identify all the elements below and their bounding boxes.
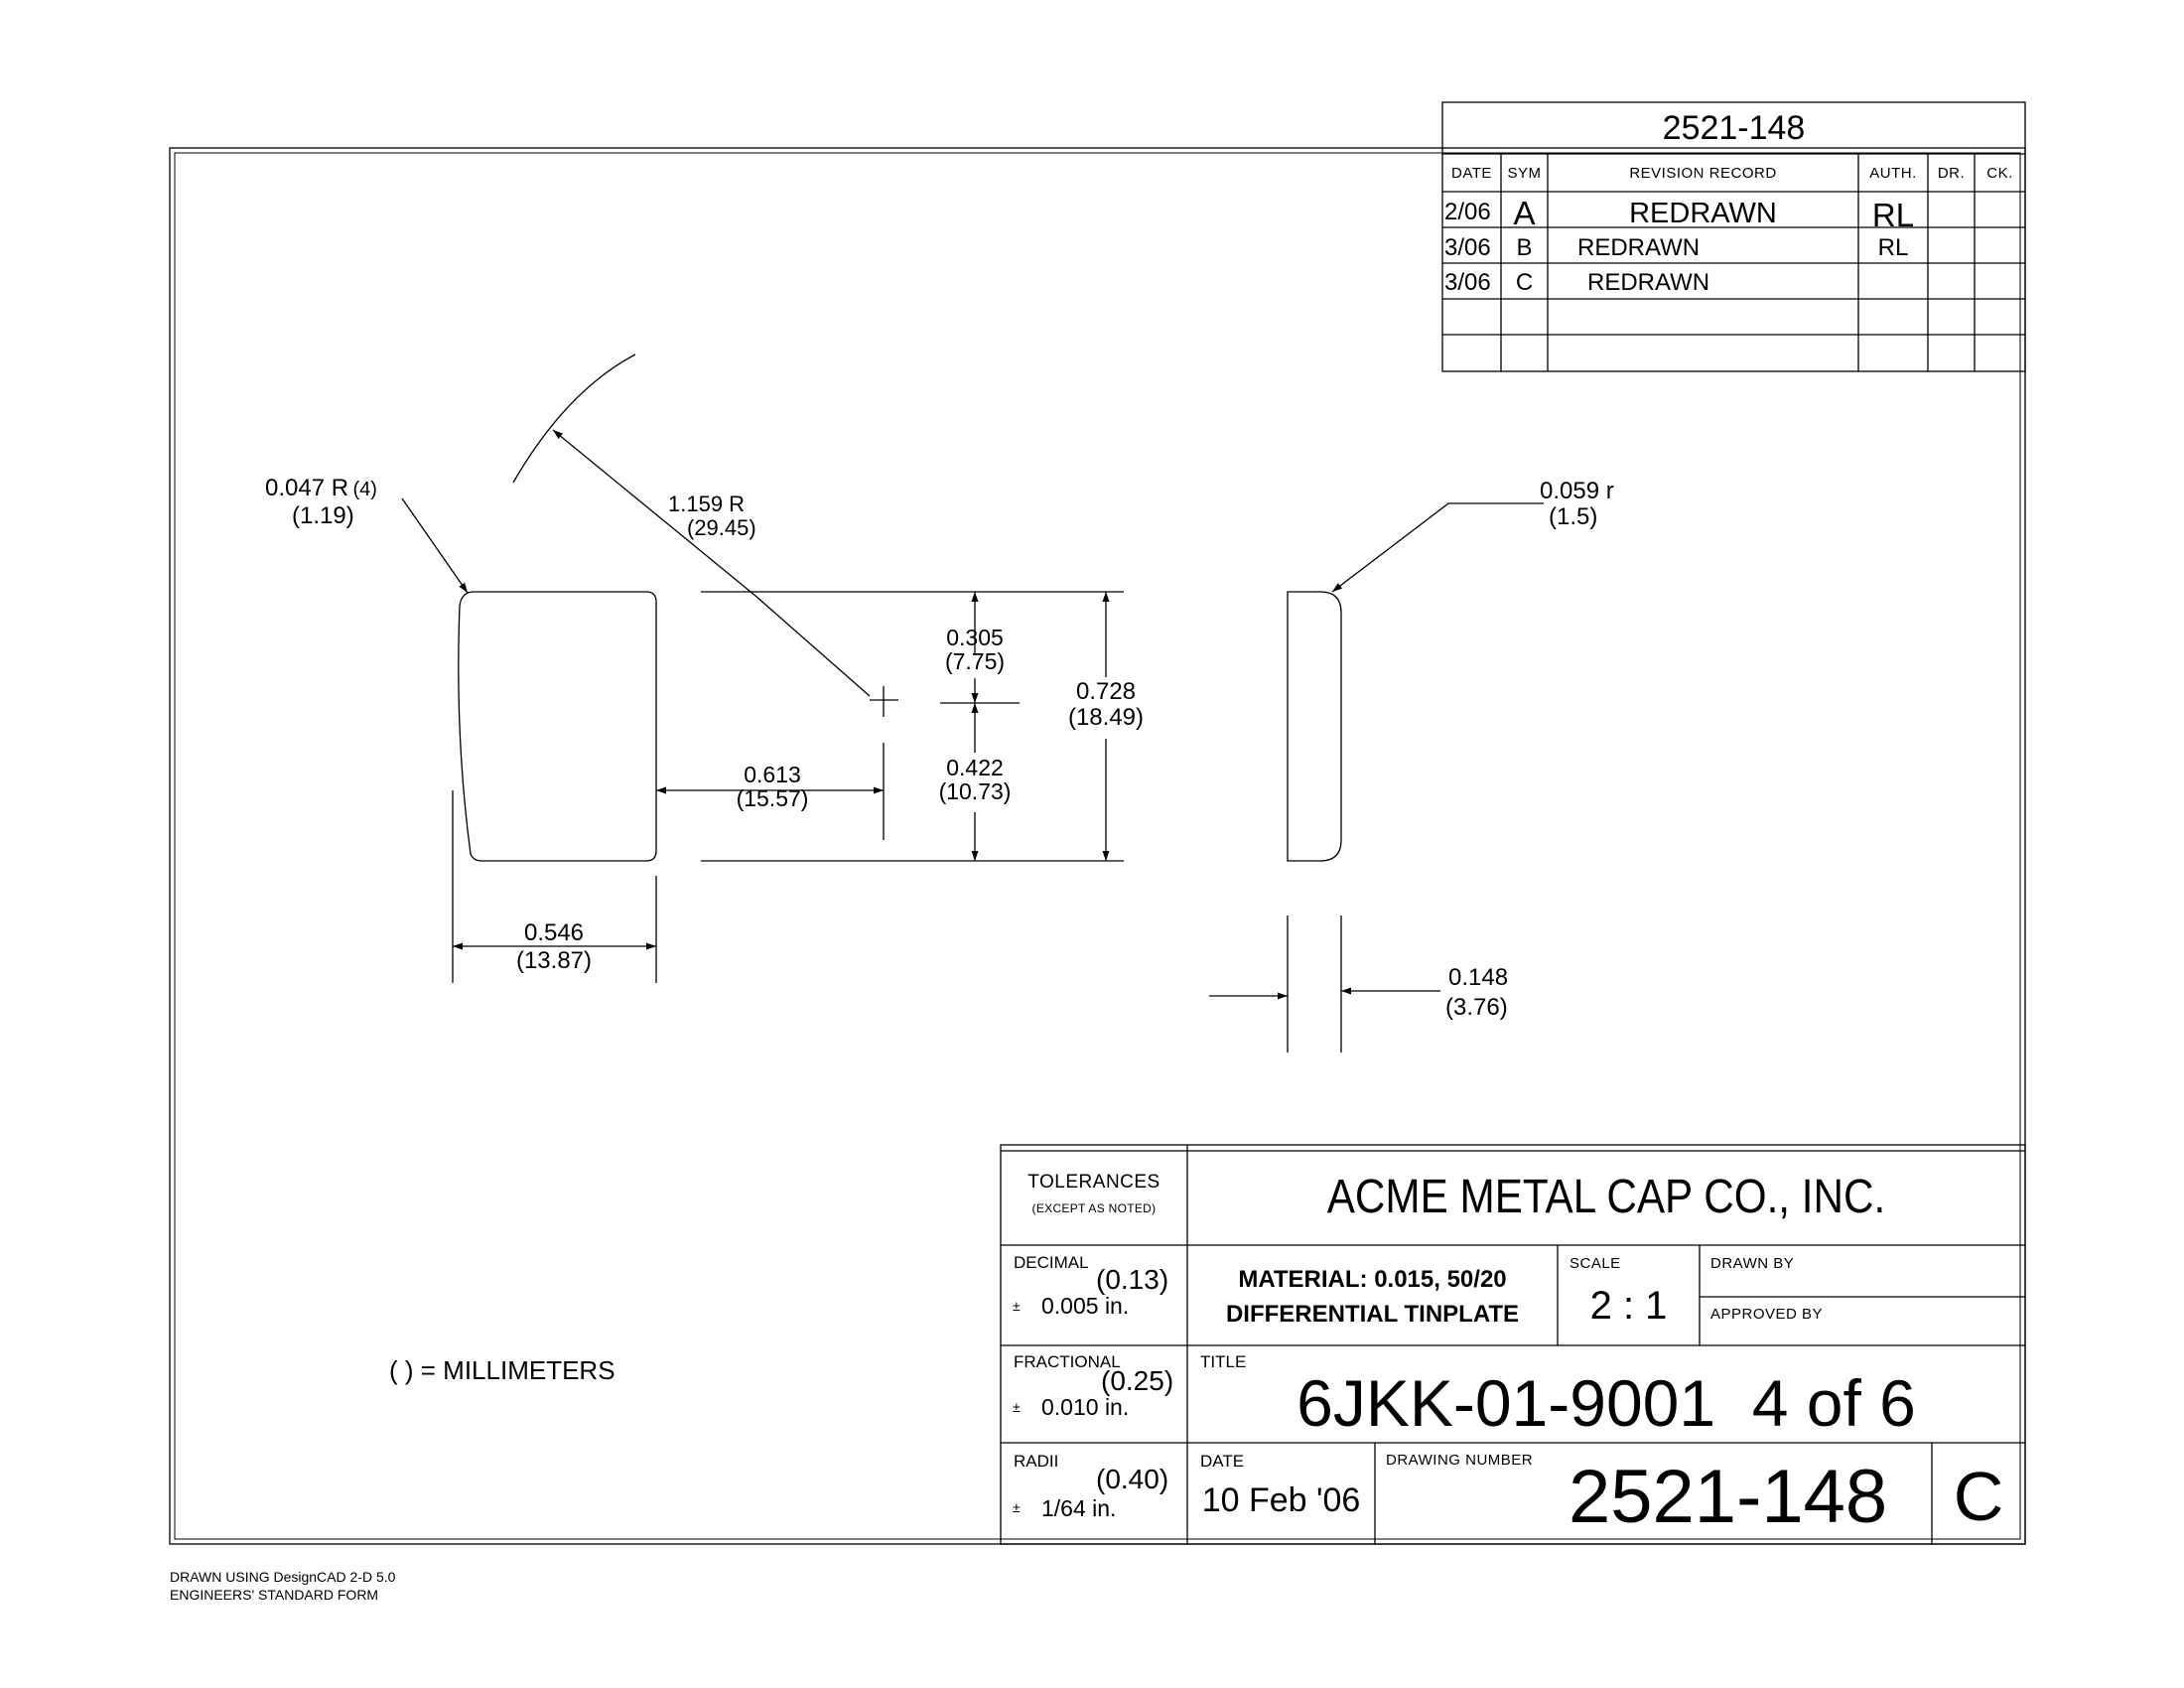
rev-row-b-auth: RL: [1877, 234, 1909, 261]
revision-block-drawing-number: 2521-148: [1662, 109, 1806, 147]
rev-row-c-sym: C: [1515, 269, 1534, 296]
material-line-1: MATERIAL: 0.015, 50/20: [1238, 1266, 1507, 1293]
radii-mm: (0.40): [1096, 1464, 1169, 1494]
date-value: 10 Feb '06: [1201, 1481, 1361, 1519]
dim-center-distance: 0.613 (15.57): [725, 763, 820, 810]
footer-line-2: ENGINEERS' STANDARD FORM: [170, 1587, 379, 1603]
fractional-pm: ±: [1013, 1399, 1021, 1415]
scale-value: 2 : 1: [1589, 1284, 1668, 1328]
revision-letter: C: [1953, 1458, 2004, 1535]
title-label: TITLE: [1200, 1352, 1247, 1371]
dim-corner-radius-qty: (4): [352, 479, 377, 500]
dim-corner-radius-inch: 0.047 R: [265, 475, 349, 501]
dim-edge-radius-inch: 0.059 r: [1540, 478, 1614, 504]
rev-header-auth: AUTH.: [1869, 165, 1917, 182]
dim-height: 0.728 (18.49): [1054, 678, 1158, 732]
rev-row-a-auth: RL: [1871, 197, 1915, 233]
rev-header-sym: SYM: [1507, 165, 1542, 182]
rev-row-a-record: REDRAWN: [1629, 198, 1777, 229]
dim-lower-offset-mm: (10.73): [938, 778, 1012, 805]
drawn-by-label: DRAWN BY: [1710, 1255, 1795, 1272]
dim-arc-radius-inch: 1.159 R: [668, 492, 746, 516]
rev-row-b-date: 3/06: [1444, 234, 1491, 261]
dim-thickness-mm: (3.76): [1445, 994, 1508, 1021]
radii-label: RADII: [1014, 1452, 1059, 1471]
dim-thickness-inch: 0.148: [1448, 964, 1509, 991]
fractional-label: FRACTIONAL: [1014, 1352, 1121, 1371]
dim-width: 0.546 (13.87): [504, 919, 604, 974]
dim-lower-offset-inch: 0.422: [946, 755, 1004, 780]
dim-height-mm: (18.49): [1067, 704, 1145, 732]
rev-row-c-record: REDRAWN: [1587, 269, 1710, 296]
decimal-label: DECIMAL: [1014, 1253, 1089, 1272]
decimal-mm: (0.13): [1096, 1264, 1169, 1295]
part-side-view: [1287, 591, 1342, 862]
part-front-view: [458, 591, 657, 862]
footer-line-1: DRAWN USING DesignCAD 2-D 5.0: [170, 1569, 396, 1585]
radii-pm: ±: [1013, 1499, 1021, 1515]
fractional-inch: 0.010 in.: [1041, 1394, 1130, 1420]
sheet-border-inner: [174, 152, 2021, 1540]
rev-row-b-record: REDRAWN: [1577, 234, 1701, 261]
dim-width-inch: 0.546: [523, 919, 585, 946]
dim-corner-radius-mm: (1.19): [292, 501, 354, 529]
rev-header-record: REVISION RECORD: [1629, 165, 1777, 182]
rev-row-a-date: 2/06: [1444, 199, 1491, 225]
material-line-2: DIFFERENTIAL TINPLATE: [1225, 1301, 1520, 1328]
dim-thickness: 0.148 (3.76): [1445, 963, 1508, 1023]
dim-lower-offset: 0.422 (10.73): [928, 756, 1022, 803]
title-block-lines: [1000, 1144, 2026, 1545]
drawing-number-label: DRAWING NUMBER: [1386, 1452, 1534, 1469]
rev-row-a-sym: A: [1513, 195, 1536, 231]
decimal-pm: ±: [1013, 1298, 1021, 1314]
dim-upper-offset: 0.305 (7.75): [935, 626, 1015, 673]
revision-block-lines: [1441, 101, 2026, 372]
dim-arc-radius: 1.159 R (29.45): [668, 492, 756, 540]
rev-row-c-date: 3/06: [1444, 269, 1491, 296]
approved-by-label: APPROVED BY: [1710, 1306, 1824, 1323]
dim-arc-radius-mm: (29.45): [687, 515, 756, 541]
dim-corner-radius: 0.047 R (4) (1.19): [265, 475, 377, 529]
tolerances-sub: (EXCEPT AS NOTED): [1031, 1201, 1157, 1215]
dim-edge-radius-mm: (1.5): [1549, 503, 1598, 531]
dim-upper-offset-mm: (7.75): [944, 648, 1006, 675]
decimal-inch: 0.005 in.: [1041, 1293, 1130, 1319]
fractional-mm: (0.25): [1101, 1365, 1174, 1396]
arc-1159r: [512, 353, 636, 484]
rev-header-ck: CK.: [1986, 165, 2013, 182]
rev-header-date: DATE: [1451, 165, 1492, 182]
company-name: ACME METAL CAP CO., INC.: [1326, 1171, 1886, 1223]
dim-center-distance-inch: 0.613: [744, 762, 801, 787]
radii-inch: 1/64 in.: [1041, 1495, 1117, 1521]
tolerances-label: TOLERANCES: [1027, 1172, 1160, 1193]
dim-upper-offset-inch: 0.305: [946, 625, 1004, 650]
drawing-title: 6JKK-01-9001 4 of 6: [1297, 1366, 1916, 1440]
sheet-border-outer: [169, 147, 2026, 1545]
dim-center-distance-mm: (15.57): [736, 785, 809, 812]
rev-header-dr: DR.: [1937, 165, 1966, 182]
units-note: ( ) = MILLIMETERS: [389, 1355, 615, 1385]
dim-edge-radius: 0.059 r (1.5): [1540, 478, 1614, 531]
drawing-number: 2521-148: [1569, 1455, 1888, 1539]
date-label: DATE: [1200, 1452, 1245, 1471]
scale-label: SCALE: [1570, 1255, 1621, 1272]
dim-height-inch: 0.728: [1075, 678, 1137, 705]
dim-width-mm: (13.87): [515, 946, 593, 974]
rev-row-b-sym: B: [1516, 234, 1533, 261]
